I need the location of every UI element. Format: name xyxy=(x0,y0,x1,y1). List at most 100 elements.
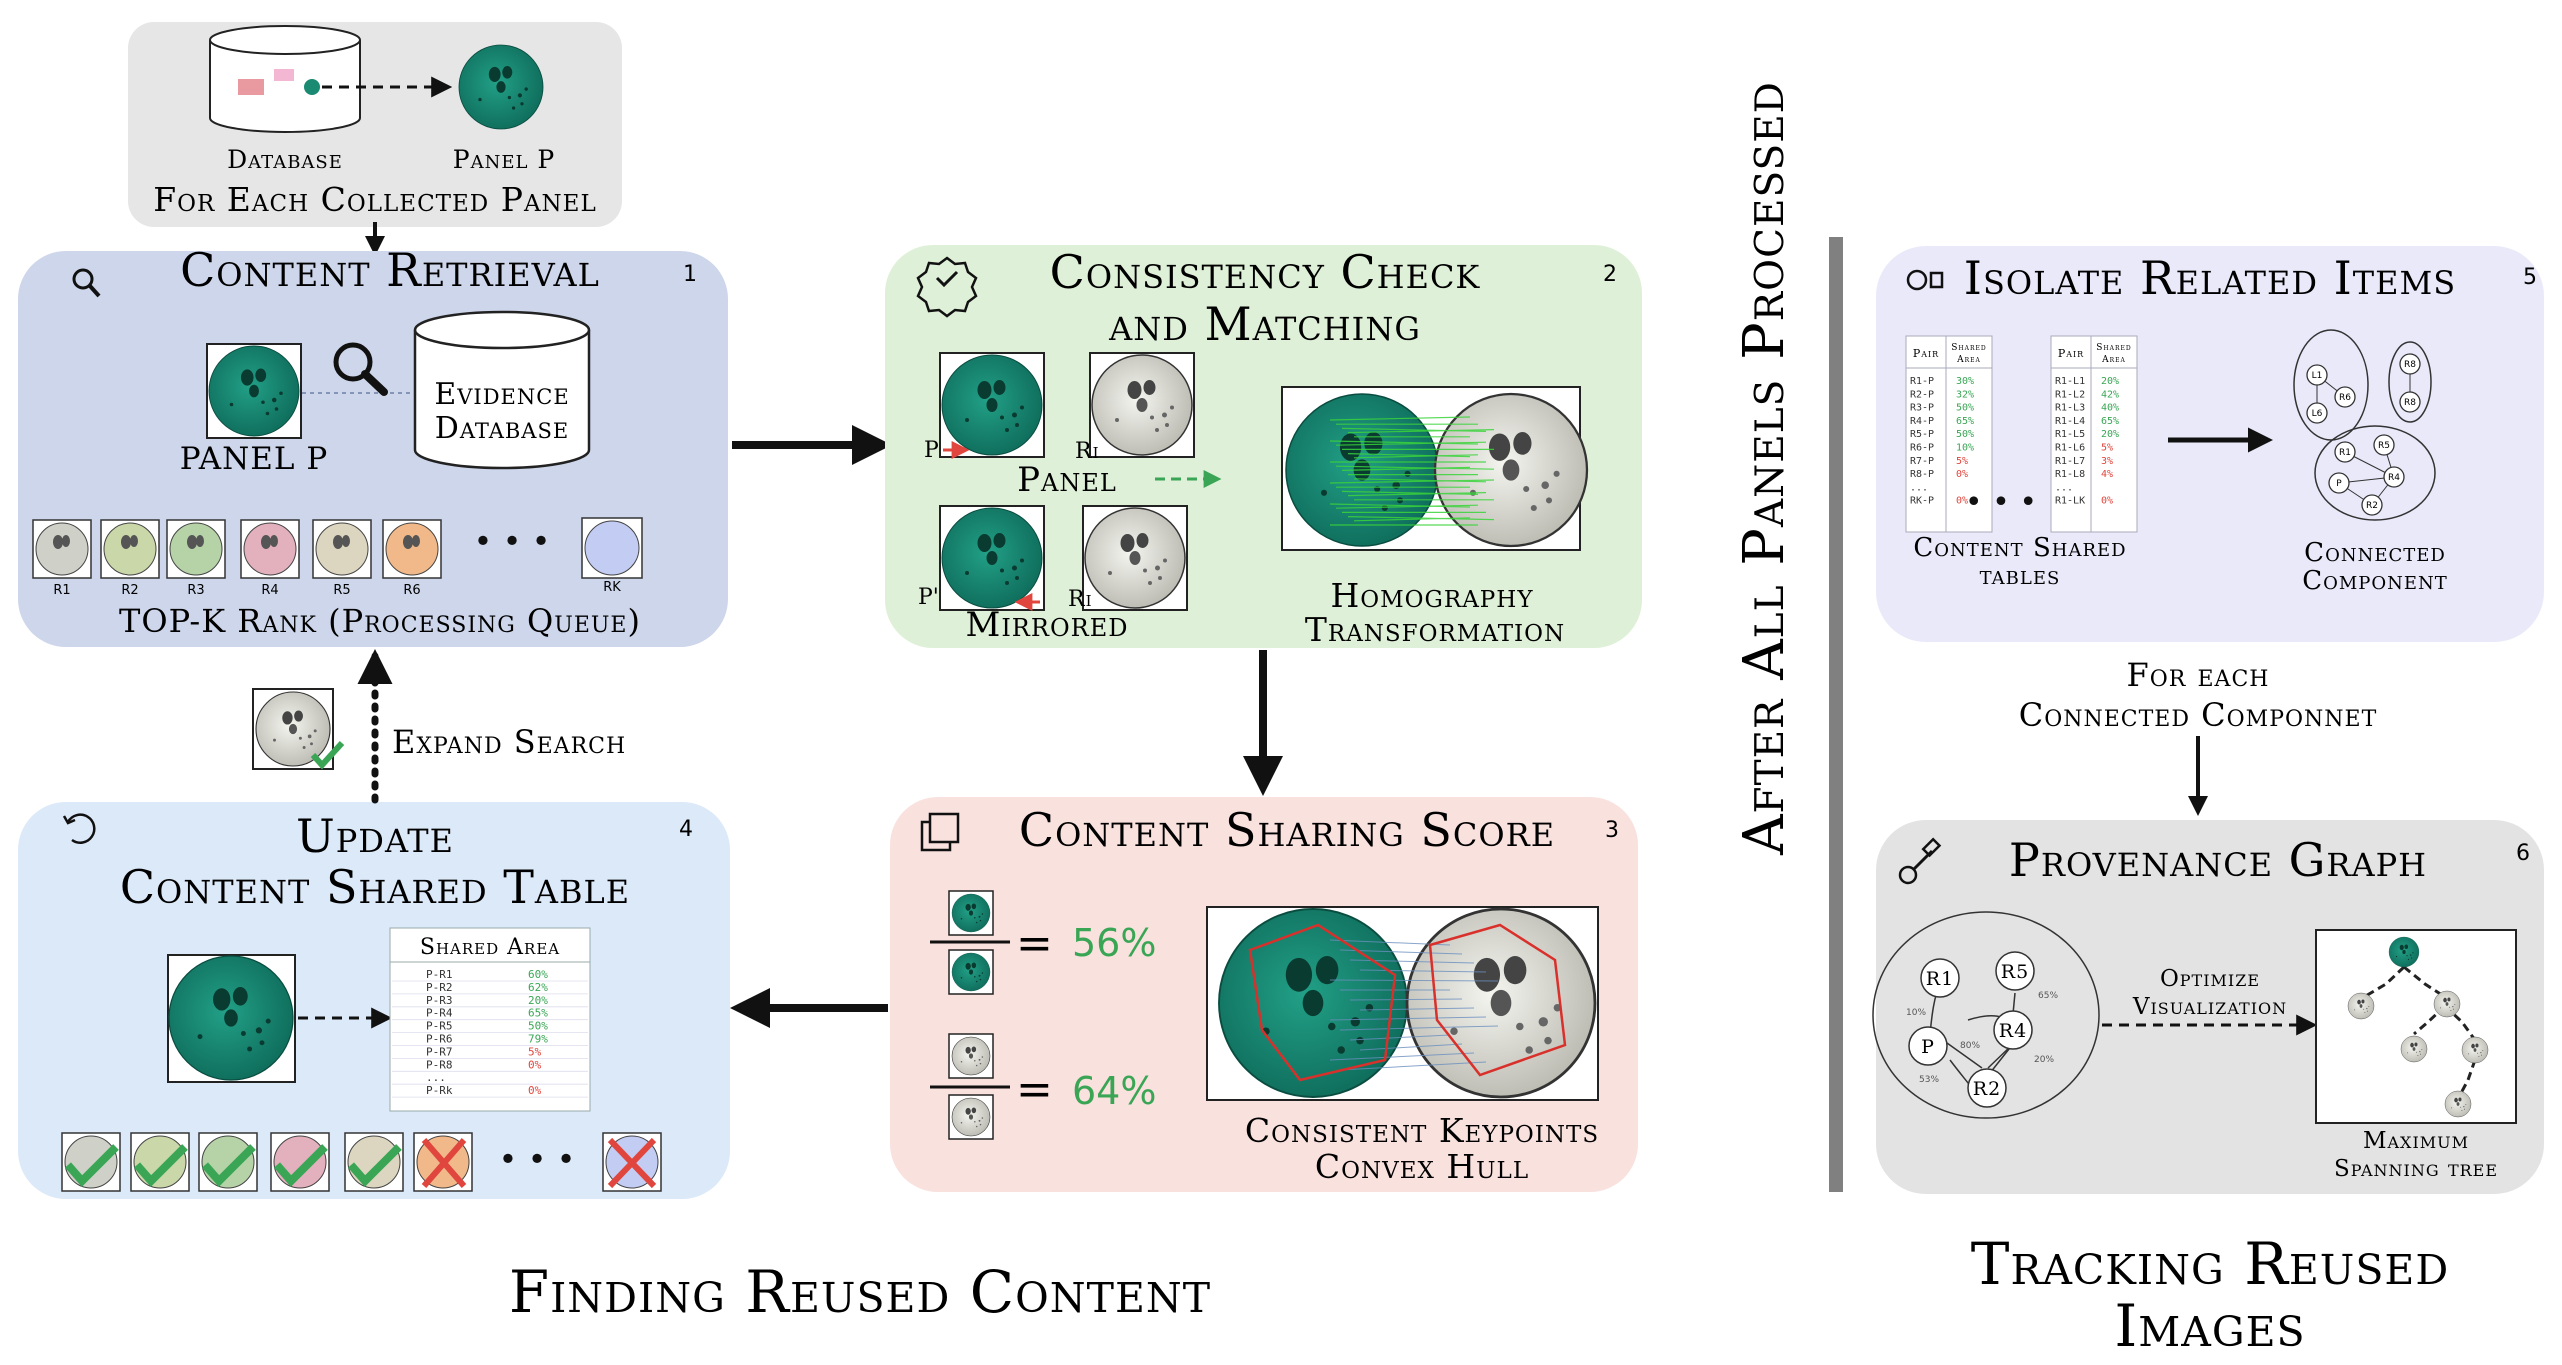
table-pair: R1-L2 xyxy=(2055,389,2085,400)
table-header: Pair xyxy=(1913,347,1939,360)
table-pair: R8-P xyxy=(1910,469,1934,480)
homography-image xyxy=(1282,387,1587,550)
table-pair: R1-LK xyxy=(2055,496,2085,507)
box1-caption: TOP-K Rank (Processing Queue) xyxy=(119,602,641,640)
box4-number: 4 xyxy=(679,817,693,842)
evidence-db-label-2: Database xyxy=(435,411,569,446)
panel-p-image xyxy=(209,346,299,436)
queue-thumbnail xyxy=(413,1132,473,1192)
hull-caption-2: Convex Hull xyxy=(1315,1147,1529,1186)
ri-image xyxy=(1092,355,1192,455)
copy-icon xyxy=(920,812,960,852)
homography-label-1: Homography xyxy=(1330,576,1533,615)
provenance-graph-box: Provenance Graph 6 65% 10% 80% 53% 20% R… xyxy=(1872,820,2544,1194)
table-value: 20% xyxy=(2101,429,2119,440)
shared-area-value: 50% xyxy=(528,1020,548,1033)
panel-label: Panel xyxy=(1017,460,1117,500)
tables-caption-1: Content Shared xyxy=(1913,533,2126,563)
table-pair: R1-L4 xyxy=(2055,416,2085,427)
for-each-label-2: Connected Componnet xyxy=(2019,696,2378,734)
shared-area-value: 65% xyxy=(528,1007,548,1020)
box2-title-1: Consistency Check xyxy=(1050,245,1481,299)
table-value: 32% xyxy=(1956,389,1974,400)
check-icon xyxy=(310,740,345,770)
shared-area-pair: P-R1 xyxy=(426,968,453,981)
shared-area-pair: P-R2 xyxy=(426,981,453,994)
table-value: 65% xyxy=(2101,416,2119,427)
provenance-node xyxy=(1920,958,1960,998)
table-value: 5% xyxy=(1956,456,1968,467)
table-pair: R1-L7 xyxy=(2055,456,2085,467)
graph-node xyxy=(2383,466,2405,488)
shared-area-pair: ... xyxy=(426,1071,446,1084)
database-cylinder-icon xyxy=(209,25,361,133)
table-header: Shared xyxy=(1951,343,1986,353)
table-pair: R5-P xyxy=(1910,429,1934,440)
box1-panel-label: PANEL P xyxy=(180,441,328,477)
table-value: 4% xyxy=(2101,469,2113,480)
table-pair: RK-P xyxy=(1910,496,1934,507)
graph-node-label: R4 xyxy=(2388,473,2400,483)
provenance-node-label: R5 xyxy=(2001,961,2029,983)
graph-node-label: R1 xyxy=(2339,448,2351,458)
vertical-divider xyxy=(1829,237,1843,1192)
table-value: 20% xyxy=(2101,376,2119,387)
table-pair: R7-P xyxy=(1910,456,1934,467)
score1-denominator-image xyxy=(952,953,990,991)
provenance-node-label: R2 xyxy=(1973,1078,2001,1100)
footer-right-title-1: Tracking Reused xyxy=(1971,1230,2449,1298)
box3-title: Content Sharing Score xyxy=(1019,803,1555,857)
component-caption-1: Connected xyxy=(2304,538,2446,568)
shared-area-pair: P-R7 xyxy=(426,1045,453,1058)
for-each-label-1: For each xyxy=(2127,656,2270,694)
provenance-node-label: R1 xyxy=(1926,968,1954,990)
score1-numerator-image xyxy=(952,894,990,932)
rank-label: R5 xyxy=(333,583,350,598)
table-pair: R1-P xyxy=(1910,376,1934,387)
shared-area-header: Shared Area xyxy=(420,935,560,960)
refresh-icon xyxy=(62,813,96,844)
top-caption: For Each Collected Panel xyxy=(153,180,597,219)
edge-label: 80% xyxy=(1960,1041,1980,1051)
footer-left-title: Finding Reused Content xyxy=(509,1258,1211,1326)
rank-label: R4 xyxy=(261,583,278,598)
table-value: 50% xyxy=(1956,429,1974,440)
shared-area-value: 20% xyxy=(528,994,548,1007)
table-pair: R1-L1 xyxy=(2055,376,2085,387)
edge-label: 20% xyxy=(2034,1055,2054,1065)
table-value: 0% xyxy=(2101,496,2113,507)
rank-label: R6 xyxy=(403,583,420,598)
cross-icon xyxy=(421,1138,467,1188)
table-header: Area xyxy=(2101,355,2126,365)
database-thumbnail-icon xyxy=(238,79,264,95)
mirrored-image xyxy=(942,508,1042,608)
shared-area-value: 5% xyxy=(528,1045,542,1058)
homography-label-2: Transformation xyxy=(1305,610,1565,649)
provenance-node-label: R4 xyxy=(1999,1020,2027,1042)
graph-node xyxy=(2334,441,2356,463)
table-pair: R1-L8 xyxy=(2055,469,2085,480)
shared-area-pair: P-R6 xyxy=(426,1033,453,1046)
processed-queue xyxy=(61,1132,662,1192)
table-value: 50% xyxy=(1956,403,1974,414)
table-pair: R3-P xyxy=(1910,403,1934,414)
edge-label: 10% xyxy=(1906,1008,1926,1018)
graph-node xyxy=(2399,353,2421,375)
tools-icon xyxy=(1898,837,1942,885)
expand-search-label: Expand Search xyxy=(392,723,626,761)
table-value: 0% xyxy=(1956,469,1968,480)
equals-sign-1: = xyxy=(1016,918,1053,969)
rank-label: R2 xyxy=(121,583,138,598)
table-pair: R4-P xyxy=(1910,416,1934,427)
check-icon xyxy=(133,1144,188,1187)
rank-rk-label: RK xyxy=(603,580,621,595)
rank-thumbnail: R4 xyxy=(240,519,300,598)
box5-title: Isolate Related Items xyxy=(1964,251,2456,305)
shared-area-pair: P-R8 xyxy=(426,1058,453,1071)
evidence-database-icon xyxy=(413,310,591,470)
edge-label: 65% xyxy=(2038,991,2058,1001)
table-pair: ... xyxy=(2055,482,2073,493)
